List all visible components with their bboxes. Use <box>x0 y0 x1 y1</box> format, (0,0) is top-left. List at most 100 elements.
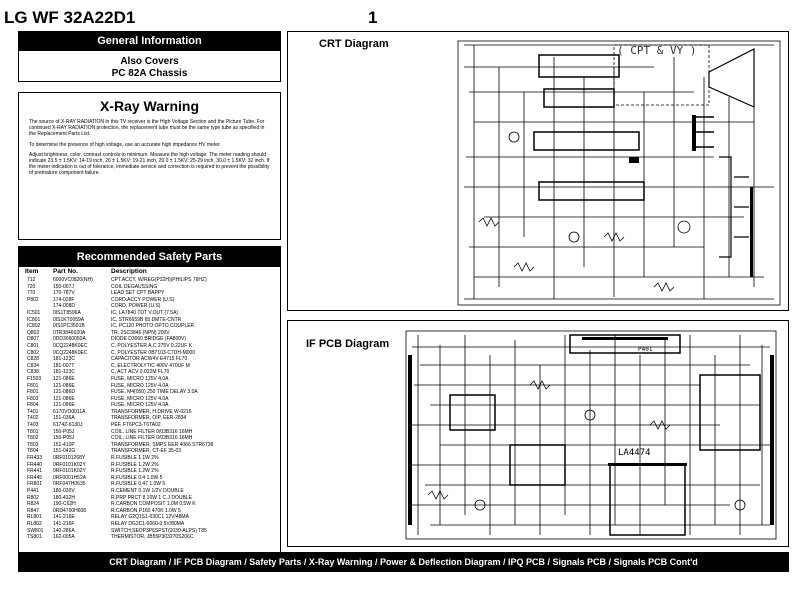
cell-part-no: 162-005A <box>53 534 75 541</box>
cell-item: FR433 <box>27 455 43 462</box>
xray-paragraph-1: The source of X-RAY RADIATION in this TV… <box>29 119 265 138</box>
cell-item: T801 <box>27 428 39 435</box>
cell-description: COIL, LINE FILTER 0/03B316 16MH <box>111 435 193 442</box>
crt-diagram-label: CRT Diagram <box>319 38 389 50</box>
cell-item: T402 <box>27 415 39 422</box>
cell-item: F801 <box>27 382 39 389</box>
xray-paragraph-3: Adjust brightness, color, contrast contr… <box>29 151 270 177</box>
table-row: T803 151-410P TRANSFORMER, SMPS EER 4066 S… <box>27 442 280 449</box>
cell-item: 712 <box>27 277 36 283</box>
cell-part-no: 121-086E <box>53 382 75 389</box>
cell-part-no: 6174Z-6130J <box>53 422 83 429</box>
cell-item: RL801 <box>27 514 42 521</box>
also-covers-label: Also Covers <box>120 56 179 67</box>
crt-schematic-diagram: ( CPT & VY ) <box>457 40 781 306</box>
safety-parts-panel: Recommended Safety Parts Item Part No. D… <box>18 246 281 555</box>
cell-part-no: 151-410P <box>53 441 75 448</box>
cell-item: FR441 <box>27 468 43 475</box>
cell-item <box>27 303 53 310</box>
cell-description: R.CARBON COMPOSIT 1.0M 0.5W K <box>111 501 196 508</box>
cell-description: CORD.ACCY POWER (U.S) <box>111 296 175 303</box>
cell-part-no: 181-123C <box>53 356 75 363</box>
cell-description: C, ELECTROLYTIC 400V 470UF M <box>111 362 190 369</box>
table-header-row: Item Part No. Description <box>25 267 280 277</box>
connector-label: P401 <box>638 346 653 353</box>
page-number: 1 <box>368 8 378 27</box>
cell-description: TRANSFORMER, OIP, EER-2834 <box>111 415 187 422</box>
cell-part-no: 0CQ2248K0EC <box>53 342 88 349</box>
cell-item: T401 <box>27 408 39 415</box>
cell-item: RL802 <box>27 520 42 527</box>
cell-part-no: 0IS1PC3501B <box>53 323 85 330</box>
cell-description: C, POLYESTER 0B7103-C7DH-M000 <box>111 349 196 356</box>
cell-part-no: 180-432H <box>53 494 75 501</box>
cell-description: R.PRP PRCT 8 10W 1 C.J DOUBLE <box>111 494 192 501</box>
cell-item: 770 <box>27 290 36 297</box>
cell-part-no: 121-086D <box>53 389 75 396</box>
cell-item: F803 <box>27 395 39 402</box>
cell-item: T403 <box>27 422 39 429</box>
cell-description: TR, 2SC3846 (NPN) 200V <box>111 329 170 336</box>
cell-part-no: 0TR3846020A <box>53 329 86 336</box>
cell-item: F804 <box>27 402 39 409</box>
cell-item: FR801 <box>27 481 43 488</box>
safety-parts-header: Recommended Safety Parts <box>19 247 280 267</box>
section-navigation-footer: CRT Diagram / IF PCB Diagram / Safety Pa… <box>18 552 789 572</box>
cell-description: DIODE D3060 BRIDGE (FA800V) <box>111 336 187 343</box>
cell-description: TRANSFORMER, SMPS EER 4066 STR6738 <box>111 441 214 448</box>
cell-part-no: 180-030V <box>53 488 75 494</box>
col-desc-header: Description <box>111 268 147 275</box>
cell-item: T802 <box>27 435 39 442</box>
cell-description: SWITCH,SEOP3P6SPST(1030-ALPS) T85 <box>111 527 207 534</box>
cell-description: C, ACT ACV 0.022M FL70 <box>111 369 170 376</box>
cell-description: R.FUSIBLE 0.47 1.0W 5 <box>111 481 166 488</box>
table-row: F801 121-086E FUSE, MICRO 125V 4.0A <box>27 383 280 390</box>
cell-item: C802 <box>27 349 39 356</box>
xray-paragraph-2: To determine the presence of high voltag… <box>29 141 221 148</box>
cell-part-no: 140-286A <box>53 527 75 534</box>
cell-item: IC802 <box>27 323 41 330</box>
cell-item: C838 <box>27 369 39 376</box>
cell-item: P441 <box>27 488 39 494</box>
xray-warning-heading: X-Ray Warning <box>99 98 200 114</box>
cell-part-no: 0RF0101K02Y <box>53 461 86 468</box>
cell-description: IC, LA7840 TDT V.OUT (7.5A) <box>111 309 179 316</box>
general-information-header: General Information <box>19 32 280 51</box>
cell-part-no: 151-042G <box>53 448 76 455</box>
cell-item: T803 <box>27 441 39 448</box>
cell-description: CAPACITOR ACW4V E4715 FL70 <box>111 356 188 363</box>
cell-part-no: 0IS1T8596A <box>53 309 81 316</box>
crt-diagram-panel: CRT Diagram ( CPT & VY ) <box>287 31 789 311</box>
chassis-label: PC 82A Chassis <box>111 68 188 79</box>
xray-warning-panel: X-Ray Warning The source of X-RAY RADIAT… <box>18 92 281 240</box>
cell-part-no: 0DD3060050A <box>53 336 86 343</box>
cell-description: FUSE, MICRO 125V 4.0A <box>111 382 169 389</box>
cell-item: T804 <box>27 448 39 455</box>
cell-part-no: 174-008D <box>53 303 75 310</box>
cell-part-no: 0RF0001H52A <box>53 474 87 481</box>
cell-part-no: 181-007T <box>53 362 75 369</box>
cell-item: R847 <box>27 507 39 514</box>
